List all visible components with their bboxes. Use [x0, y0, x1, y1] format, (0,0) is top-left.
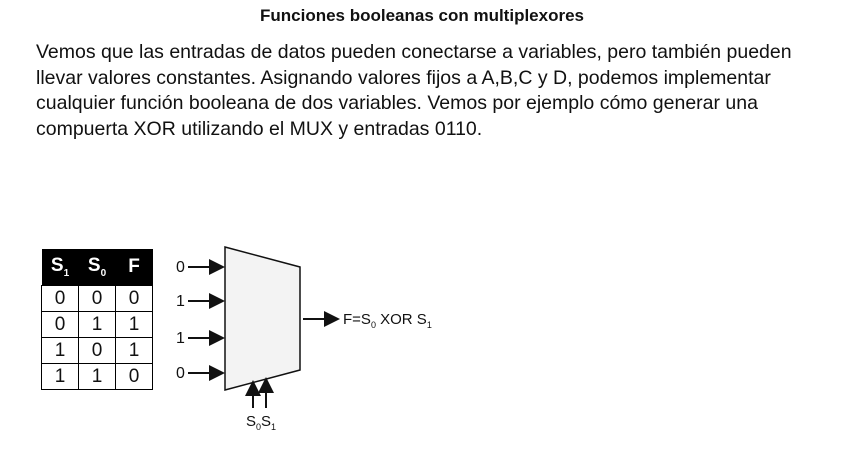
table-row: 1 1 0 [41, 363, 153, 390]
truth-table: S1 S0 F 0 0 0 0 1 1 1 0 1 1 1 0 [41, 249, 153, 390]
table-cell: 0 [115, 285, 153, 312]
table-cell: 1 [115, 311, 153, 338]
table-row: 0 0 0 [41, 285, 153, 312]
table-cell: 0 [41, 311, 79, 338]
header-s1: S1 [41, 249, 79, 286]
table-cell: 1 [41, 337, 79, 364]
mux-output-label: F=S0 XOR S1 [343, 311, 432, 330]
mux-body [224, 246, 301, 391]
truth-table-header-row: S1 S0 F [41, 249, 153, 286]
table-row: 0 1 1 [41, 311, 153, 338]
table-cell: 0 [115, 363, 153, 390]
mux-input-label: 0 [176, 259, 185, 276]
mux-diagram: 0 1 1 0 F=S0 XOR S1 S0S1 [176, 246, 432, 432]
table-cell: 0 [78, 285, 116, 312]
mux-select-label: S0S1 [246, 413, 276, 432]
table-cell: 1 [78, 363, 116, 390]
table-cell: 1 [115, 337, 153, 364]
table-cell: 1 [41, 363, 79, 390]
mux-input-label: 0 [176, 365, 185, 382]
header-f: F [115, 249, 153, 286]
description-paragraph: Vemos que las entradas de datos pueden c… [36, 41, 792, 140]
mux-input-label: 1 [176, 330, 185, 347]
table-cell: 1 [78, 311, 116, 338]
table-row: 1 0 1 [41, 337, 153, 364]
header-s0: S0 [78, 249, 116, 286]
table-cell: 0 [41, 285, 79, 312]
table-cell: 0 [78, 337, 116, 364]
page-title: Funciones booleanas con multiplexores [259, 6, 584, 25]
mux-input-label: 1 [176, 293, 185, 310]
